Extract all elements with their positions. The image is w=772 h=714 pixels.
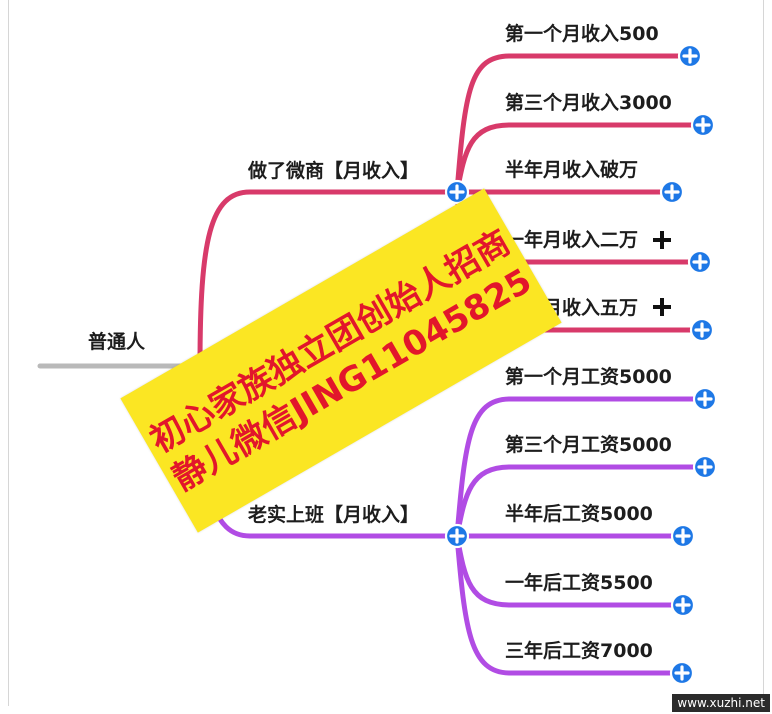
expand-button-shangban[interactable]	[444, 523, 470, 549]
expand-button-weishang-2[interactable]	[690, 112, 716, 138]
connector-shangban-1	[454, 396, 705, 537]
shangban-child-1-label: 第一个月工资5000	[505, 365, 672, 388]
connector-shangban-2	[454, 464, 705, 537]
expand-button-weishang-4[interactable]	[687, 249, 713, 275]
shangban-child-2-label: 第三个月工资5000	[505, 433, 672, 456]
shangban-child-5-label: 三年后工资7000	[505, 639, 653, 662]
weishang-child-1-label: 第一个月收入500	[505, 22, 659, 45]
weishang-child-3-label: 半年月收入破万	[505, 158, 638, 181]
expand-button-weishang-5[interactable]	[689, 317, 715, 343]
weishang-child-4-label: 一年月收入二万	[505, 228, 638, 251]
site-watermark: www.xuzhi.net	[672, 694, 770, 712]
shangban-child-connectors	[454, 396, 705, 676]
expand-button-weishang-1[interactable]	[677, 43, 703, 69]
plus-mark-icon	[653, 298, 671, 316]
expand-button-weishang[interactable]	[444, 179, 470, 205]
connector-weishang-2	[454, 122, 703, 193]
branch-connector-weishang	[197, 189, 457, 367]
expand-button-shangban-1[interactable]	[692, 386, 718, 412]
expand-button-shangban-2[interactable]	[692, 454, 718, 480]
expand-button-shangban-3[interactable]	[670, 523, 696, 549]
plus-mark-icon	[653, 231, 671, 249]
connector-shangban-4	[454, 535, 683, 608]
root-label: 普通人	[88, 330, 146, 353]
expand-button-weishang-3[interactable]	[659, 179, 685, 205]
shangban-child-4-label: 一年后工资5500	[505, 571, 653, 594]
branch-label-shangban: 老实上班【月收入】	[248, 503, 419, 526]
connector-weishang-1	[454, 53, 690, 193]
expand-button-shangban-5[interactable]	[669, 660, 695, 686]
weishang-child-2-label: 第三个月收入3000	[505, 91, 672, 114]
shangban-child-3-label: 半年后工资5000	[505, 502, 653, 525]
branch-label-weishang: 做了微商【月收入】	[247, 159, 419, 182]
expand-button-shangban-4[interactable]	[670, 592, 696, 618]
connector-shangban-5	[454, 535, 682, 676]
